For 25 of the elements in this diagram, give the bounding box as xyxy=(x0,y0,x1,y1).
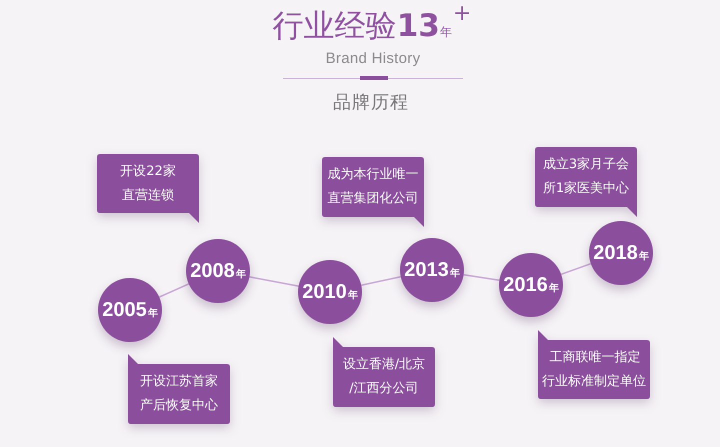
connector-line xyxy=(158,283,190,298)
subtitle: Brand History xyxy=(326,50,420,68)
year-circle xyxy=(499,253,563,317)
speech-bubble xyxy=(535,147,637,217)
speech-bubble xyxy=(538,330,650,399)
connector-line xyxy=(361,276,401,286)
milestone-text: 开设江苏首家产后恢复中心 xyxy=(140,373,218,415)
milestone-text: 设立香港/北京/江西分公司 xyxy=(342,356,426,398)
milestone-text: 成为本行业唯一直营集团化公司 xyxy=(327,166,419,208)
speech-bubble xyxy=(333,337,435,407)
section-heading: 品牌历程 xyxy=(333,92,409,114)
speech-bubble xyxy=(322,157,424,227)
milestone-text: 成立3家月子会所1家医美中心 xyxy=(542,156,630,198)
speech-bubble xyxy=(128,354,230,424)
connector-line xyxy=(560,263,592,275)
speech-bubble xyxy=(97,154,199,223)
year-circle xyxy=(589,221,653,285)
year-circle xyxy=(298,260,362,324)
year-circle xyxy=(98,278,162,342)
connector-line xyxy=(249,276,299,287)
year-circle xyxy=(186,239,250,303)
milestone-text: 工商联唯一指定行业标准制定单位 xyxy=(542,348,646,390)
year-circle xyxy=(400,238,464,302)
connector-line xyxy=(464,274,500,281)
milestone-text: 开设22家直营连锁 xyxy=(119,162,177,204)
